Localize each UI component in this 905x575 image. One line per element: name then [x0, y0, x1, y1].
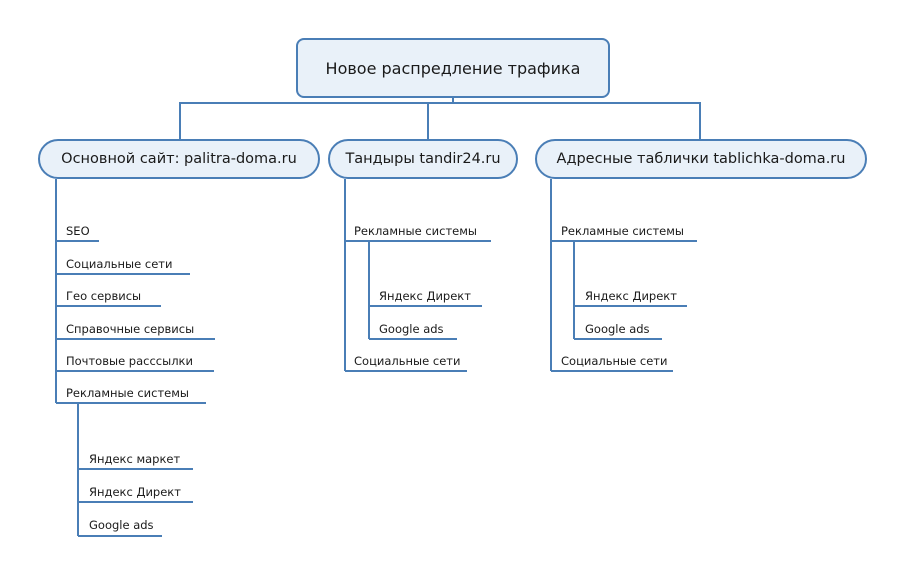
root-node[interactable]: Новое распредление трафика [296, 38, 610, 98]
topic-social-networks[interactable]: Социальные сети [354, 354, 461, 368]
topic-directory-services[interactable]: Справочные сервисы [66, 322, 195, 336]
subtopic-yandex-market[interactable]: Яндекс маркет [89, 452, 181, 466]
root-connector [179, 98, 701, 139]
topic-geo-services[interactable]: Гео сервисы [66, 289, 142, 303]
branch-node-palitra-doma[interactable]: Основной сайт: palitra-doma.ru [38, 139, 320, 179]
branch-node-tandir24[interactable]: Тандыры tandir24.ru [328, 139, 518, 179]
subtopic-yandex-direct[interactable]: Яндекс Директ [89, 485, 181, 499]
subtopic-yandex-direct[interactable]: Яндекс Директ [379, 289, 471, 303]
branch-node-label: Основной сайт: palitra-doma.ru [61, 151, 297, 167]
root-node-label: Новое распредление трафика [325, 58, 581, 78]
subtopic-yandex-direct[interactable]: Яндекс Директ [585, 289, 677, 303]
topic-social-networks[interactable]: Социальные сети [66, 257, 173, 271]
branch-node-label: Адресные таблички tablichka-doma.ru [556, 151, 846, 167]
subtopic-google-ads[interactable]: Google ads [379, 322, 444, 336]
topic-ad-systems[interactable]: Рекламные системы [354, 224, 478, 238]
subtopic-google-ads[interactable]: Google ads [585, 322, 650, 336]
topic-ad-systems[interactable]: Рекламные системы [561, 224, 685, 238]
topic-email-newsletters[interactable]: Почтовые расссылки [66, 354, 193, 368]
branch-node-tablichka-doma[interactable]: Адресные таблички tablichka-doma.ru [535, 139, 867, 179]
subtopic-google-ads[interactable]: Google ads [89, 518, 154, 532]
topic-ad-systems[interactable]: Рекламные системы [66, 386, 190, 400]
topic-seo[interactable]: SEO [66, 224, 90, 238]
topic-social-networks[interactable]: Социальные сети [561, 354, 668, 368]
branch-node-label: Тандыры tandir24.ru [345, 151, 501, 167]
